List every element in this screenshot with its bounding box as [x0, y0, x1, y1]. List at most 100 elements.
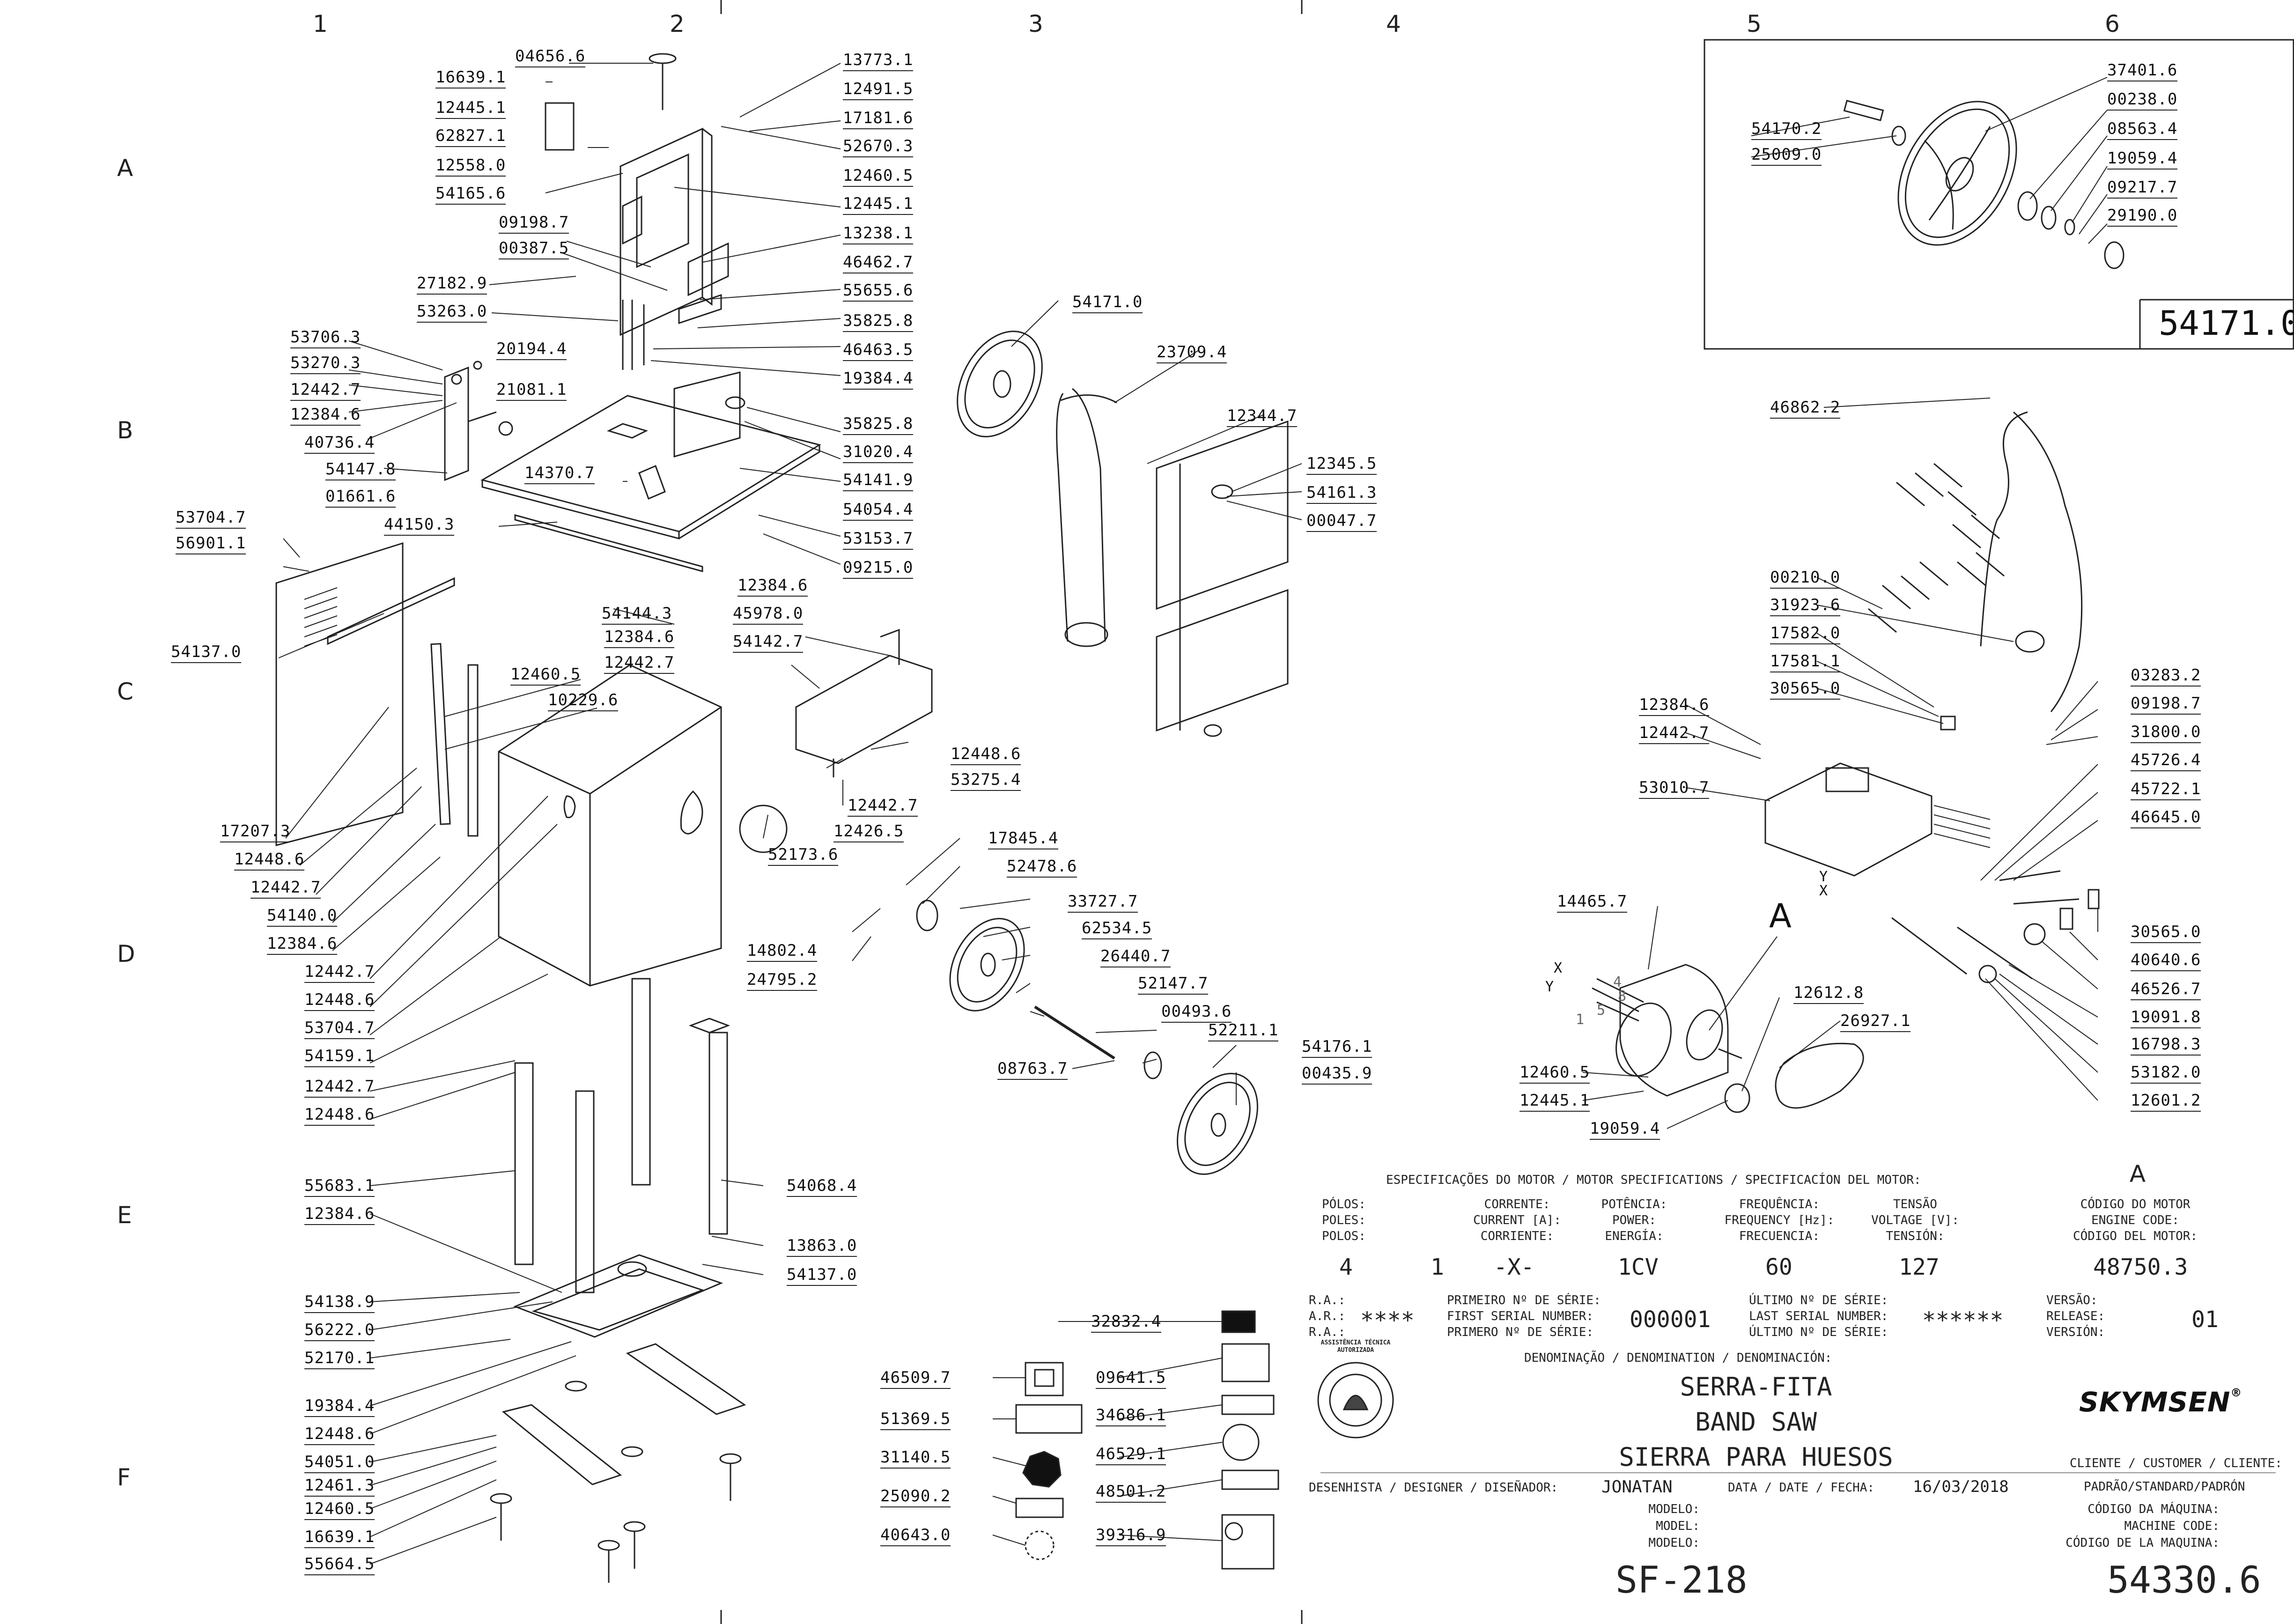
part-label: 35825.8: [843, 414, 914, 435]
part-label: 56222.0: [304, 1321, 375, 1341]
part-label: 12384.6: [604, 627, 675, 648]
part-label: 40736.4: [304, 433, 375, 454]
part-label: 25090.2: [880, 1487, 951, 1507]
date-label: DATA / DATE / FECHA:: [1728, 1481, 1875, 1495]
part-label: 53153.7: [843, 529, 914, 550]
part-label: 13238.1: [843, 224, 914, 244]
part-label: 08763.7: [997, 1059, 1068, 1080]
axis-y-label: Y: [1819, 869, 1828, 885]
current-label: CORRENTE: CURRENT [A]: CORRIENTE:: [1473, 1197, 1561, 1243]
brand-logo: SKYMSEN®: [2079, 1386, 2242, 1418]
machine-name-es: SIERRA PARA HUESOS: [1619, 1442, 1893, 1472]
part-label: 56901.1: [176, 534, 246, 554]
grid-row-A: A: [117, 155, 133, 182]
poles-value: 4: [1339, 1254, 1353, 1280]
part-label: 55683.1: [304, 1176, 375, 1197]
part-label: 54051.0: [304, 1453, 375, 1473]
part-label: 12442.7: [304, 1077, 375, 1098]
machine-name-pt: SERRA-FITA: [1680, 1372, 1832, 1402]
part-label: 12426.5: [834, 822, 904, 842]
motor: [1592, 964, 1864, 1113]
part-label: 46526.7: [2131, 980, 2201, 1000]
part-label: 23709.4: [1157, 343, 1227, 363]
part-label: 20194.4: [496, 340, 567, 360]
part-label: 12448.6: [304, 1105, 375, 1126]
part-label: 54138.9: [304, 1292, 375, 1313]
grid-row-C: C: [117, 678, 133, 705]
part-label: 12442.7: [290, 380, 361, 401]
part-label: 52211.1: [1208, 1021, 1279, 1041]
part-label: 00387.5: [499, 239, 569, 259]
part-label: 31020.4: [843, 443, 914, 463]
part-label: 12460.5: [510, 665, 581, 686]
part-label: 54142.7: [733, 632, 804, 653]
part-label: 12442.7: [1639, 723, 1710, 744]
part-label: 16639.1: [435, 68, 506, 89]
part-label: 33727.7: [1068, 892, 1138, 913]
part-label: 13863.0: [787, 1236, 857, 1257]
authorized-service-seal: [1317, 1362, 1394, 1439]
grid-col-3: 3: [1028, 10, 1043, 37]
part-label: 12448.6: [304, 1425, 375, 1445]
part-label: 31140.5: [880, 1448, 951, 1469]
machine-name-en: BAND SAW: [1695, 1407, 1817, 1437]
part-label: 35825.8: [843, 311, 914, 332]
spec-header: ESPECIFICAÇÕES DO MOTOR / MOTOR SPECIFIC…: [1386, 1173, 1921, 1187]
grid-col-1: 1: [313, 10, 328, 37]
part-label: 19059.4: [2107, 149, 2178, 170]
motor-num-4: 4: [1613, 974, 1622, 990]
part-label: 12601.2: [2131, 1091, 2201, 1112]
part-label: 19384.4: [304, 1396, 375, 1417]
part-label: 54137.0: [787, 1265, 857, 1286]
part-label: 54176.1: [1302, 1037, 1372, 1058]
part-label: 14370.7: [524, 464, 595, 484]
axis-x-motor: X: [1554, 960, 1563, 976]
part-label: 12448.6: [234, 850, 305, 871]
part-label: 54054.4: [843, 500, 914, 521]
part-label: 19091.8: [2131, 1008, 2201, 1028]
grid-row-D: D: [117, 940, 135, 967]
first-serial-label: PRIMEIRO Nº DE SÉRIE: FIRST SERIAL NUMBE…: [1447, 1293, 1601, 1339]
part-label: 12384.6: [1639, 695, 1710, 716]
part-label: 00210.0: [1770, 568, 1841, 589]
machine-code-value: 54330.6: [2107, 1559, 2261, 1602]
part-label: 26440.7: [1100, 947, 1171, 967]
part-label: 27182.9: [417, 274, 487, 295]
motor-bracket: [795, 628, 933, 777]
part-label: 17581.1: [1770, 652, 1841, 672]
part-label: 14802.4: [747, 941, 818, 962]
part-label: 52670.3: [843, 137, 914, 157]
part-label: 52173.6: [768, 845, 839, 866]
part-label: 12445.1: [1519, 1091, 1590, 1112]
part-label: 31800.0: [2131, 723, 2201, 743]
part-label: 46645.0: [2131, 808, 2201, 828]
axis-y-motor: Y: [1545, 979, 1554, 995]
part-label: 17181.6: [843, 109, 914, 129]
part-label: 44150.3: [384, 515, 455, 536]
part-label: 12460.5: [304, 1499, 375, 1520]
current-value: -X-: [1494, 1254, 1534, 1280]
part-label: 19384.4: [843, 369, 914, 390]
power-label: POTÊNCIA: POWER: ENERGÍA:: [1601, 1197, 1667, 1243]
part-label: 46862.2: [1770, 398, 1841, 419]
grid-row-F: F: [117, 1464, 131, 1491]
grid-row-B: B: [117, 417, 133, 444]
brand-mark: ®: [2230, 1386, 2242, 1399]
model-label: MODELO: MODEL: MODELO:: [1648, 1502, 1700, 1550]
part-label: 46509.7: [880, 1368, 951, 1389]
part-label: 62534.5: [1082, 919, 1152, 939]
part-label: 21081.1: [496, 380, 567, 401]
motor-num-8: 8: [1618, 988, 1627, 1004]
part-label: 12384.6: [304, 1204, 375, 1225]
grid-col-5: 5: [1747, 10, 1762, 37]
part-label: 04656.6: [515, 47, 586, 67]
electrical-components: [1764, 411, 2100, 983]
part-label: 16639.1: [304, 1528, 375, 1548]
brand-name: SKYMSEN: [2079, 1386, 2231, 1418]
voltage-label: TENSÃO VOLTAGE [V]: TENSIÓN:: [1871, 1197, 1959, 1243]
denomination-label: DENOMINAÇÃO / DENOMINATION / DENOMINACIÓ…: [1524, 1351, 1832, 1365]
part-label: 54068.4: [787, 1176, 857, 1197]
part-label: 13773.1: [843, 51, 914, 71]
part-label: 55655.6: [843, 281, 914, 302]
part-label: 00493.6: [1161, 1002, 1232, 1023]
